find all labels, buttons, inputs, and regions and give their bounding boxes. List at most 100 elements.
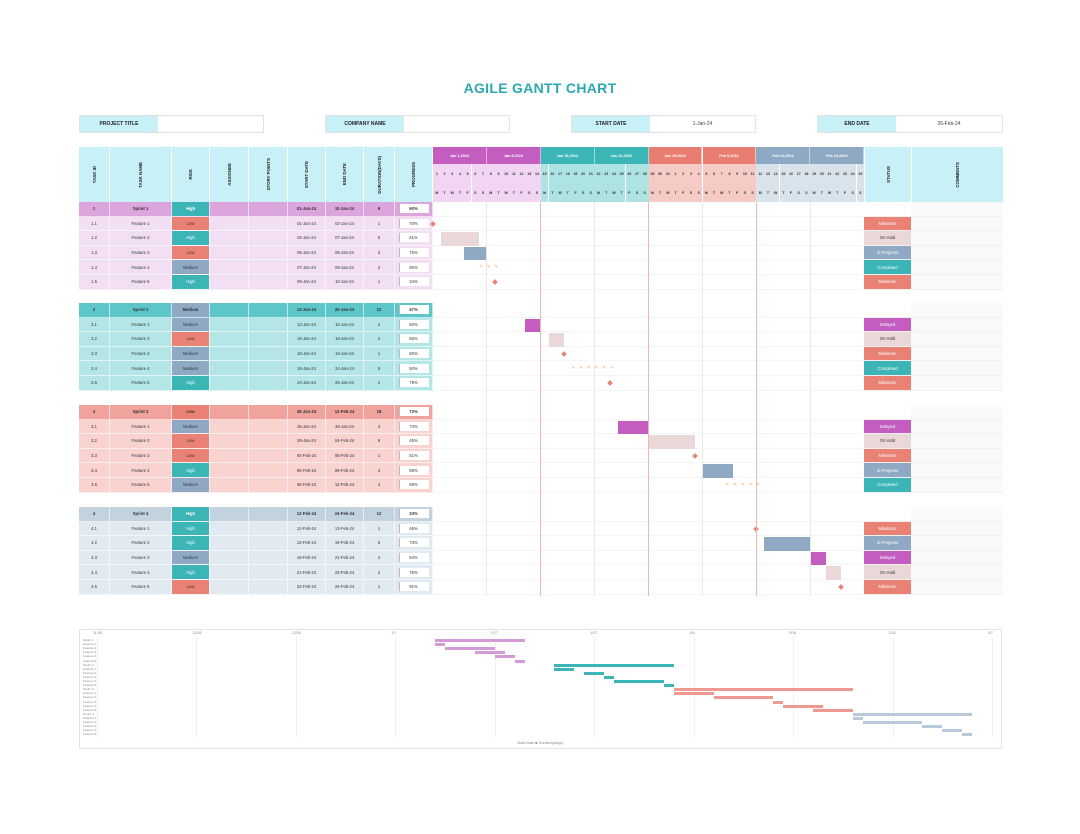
assignee-cell[interactable] xyxy=(210,448,249,464)
task-name-cell[interactable]: Sprint 2 xyxy=(110,303,172,318)
comments-cell[interactable] xyxy=(911,202,1003,217)
assignee-cell[interactable] xyxy=(210,361,249,376)
task-name-cell[interactable]: Feature 3 xyxy=(110,346,172,362)
task-name-cell[interactable]: Feature 1 xyxy=(110,419,172,435)
story-points-cell[interactable] xyxy=(249,361,288,376)
story-points-cell[interactable] xyxy=(249,245,288,261)
task-name-cell[interactable]: Feature 4 xyxy=(110,361,172,376)
assignee-cell[interactable] xyxy=(210,346,249,362)
assignee-cell[interactable] xyxy=(210,434,249,449)
task-bar[interactable] xyxy=(648,435,695,449)
comments-cell[interactable] xyxy=(911,521,1003,537)
end-date-field[interactable]: END DATE 26-Feb-24 xyxy=(817,115,1003,133)
comments-cell[interactable] xyxy=(911,275,1003,290)
comments-cell[interactable] xyxy=(911,580,1003,595)
assignee-cell[interactable] xyxy=(210,550,249,566)
story-points-cell[interactable] xyxy=(249,346,288,362)
assignee-cell[interactable] xyxy=(210,580,249,595)
comments-cell[interactable] xyxy=(911,565,1003,580)
task-name-cell[interactable]: Feature 5 xyxy=(110,580,172,595)
end-date-value[interactable]: 26-Feb-24 xyxy=(896,116,1002,132)
assignee-cell[interactable] xyxy=(210,332,249,347)
story-points-cell[interactable] xyxy=(249,260,288,275)
comments-cell[interactable] xyxy=(911,536,1003,551)
comments-cell[interactable] xyxy=(911,216,1003,232)
story-points-cell[interactable] xyxy=(249,565,288,580)
assignee-cell[interactable] xyxy=(210,376,249,391)
assignee-cell[interactable] xyxy=(210,317,249,333)
story-points-cell[interactable] xyxy=(249,478,288,493)
story-points-cell[interactable] xyxy=(249,434,288,449)
comments-cell[interactable] xyxy=(911,260,1003,275)
task-bar[interactable] xyxy=(440,232,480,246)
story-points-cell[interactable] xyxy=(249,580,288,595)
start-date-value[interactable]: 1-Jan-24 xyxy=(650,116,755,132)
task-name-cell[interactable]: Feature 2 xyxy=(110,434,172,449)
task-name-cell[interactable]: Feature 1 xyxy=(110,216,172,232)
project-title-value[interactable] xyxy=(158,116,263,132)
comments-cell[interactable] xyxy=(911,478,1003,493)
comments-cell[interactable] xyxy=(911,434,1003,449)
comments-cell[interactable] xyxy=(911,419,1003,435)
story-points-cell[interactable] xyxy=(249,521,288,537)
story-points-cell[interactable] xyxy=(249,550,288,566)
task-bar[interactable] xyxy=(810,551,826,566)
task-name-cell[interactable]: Feature 1 xyxy=(110,521,172,537)
task-name-cell[interactable]: Feature 2 xyxy=(110,231,172,246)
comments-cell[interactable] xyxy=(911,332,1003,347)
task-bar[interactable] xyxy=(825,566,842,580)
assignee-cell[interactable] xyxy=(210,507,249,522)
comments-cell[interactable] xyxy=(911,463,1003,478)
story-points-cell[interactable] xyxy=(249,376,288,391)
task-name-cell[interactable]: Sprint 3 xyxy=(110,405,172,420)
task-name-cell[interactable]: Feature 5 xyxy=(110,478,172,493)
assignee-cell[interactable] xyxy=(210,463,249,478)
task-bar[interactable] xyxy=(702,464,734,478)
task-bar[interactable] xyxy=(617,420,649,435)
task-name-cell[interactable]: Feature 2 xyxy=(110,332,172,347)
assignee-cell[interactable] xyxy=(210,231,249,246)
assignee-cell[interactable] xyxy=(210,245,249,261)
comments-cell[interactable] xyxy=(911,245,1003,261)
task-name-cell[interactable]: Feature 2 xyxy=(110,536,172,551)
assignee-cell[interactable] xyxy=(210,202,249,217)
task-bar[interactable] xyxy=(548,333,564,347)
story-points-cell[interactable] xyxy=(249,332,288,347)
comments-cell[interactable] xyxy=(911,303,1003,318)
comments-cell[interactable] xyxy=(911,405,1003,420)
task-name-cell[interactable]: Sprint 4 xyxy=(110,507,172,522)
story-points-cell[interactable] xyxy=(249,275,288,290)
task-name-cell[interactable]: Feature 3 xyxy=(110,550,172,566)
comments-cell[interactable] xyxy=(911,361,1003,376)
assignee-cell[interactable] xyxy=(210,565,249,580)
comments-cell[interactable] xyxy=(911,317,1003,333)
story-points-cell[interactable] xyxy=(249,216,288,232)
task-name-cell[interactable]: Sprint 1 xyxy=(110,202,172,217)
task-name-cell[interactable]: Feature 3 xyxy=(110,448,172,464)
task-bar[interactable] xyxy=(764,537,811,551)
assignee-cell[interactable] xyxy=(210,478,249,493)
comments-cell[interactable] xyxy=(911,231,1003,246)
story-points-cell[interactable] xyxy=(249,303,288,318)
assignee-cell[interactable] xyxy=(210,260,249,275)
task-bar[interactable] xyxy=(463,246,487,261)
comments-cell[interactable] xyxy=(911,507,1003,522)
story-points-cell[interactable] xyxy=(249,405,288,420)
assignee-cell[interactable] xyxy=(210,303,249,318)
comments-cell[interactable] xyxy=(911,376,1003,391)
task-name-cell[interactable]: Feature 4 xyxy=(110,260,172,275)
task-name-cell[interactable]: Feature 5 xyxy=(110,376,172,391)
assignee-cell[interactable] xyxy=(210,405,249,420)
assignee-cell[interactable] xyxy=(210,536,249,551)
task-name-cell[interactable]: Feature 3 xyxy=(110,245,172,261)
assignee-cell[interactable] xyxy=(210,216,249,232)
assignee-cell[interactable] xyxy=(210,419,249,435)
company-name-value[interactable] xyxy=(404,116,509,132)
story-points-cell[interactable] xyxy=(249,419,288,435)
story-points-cell[interactable] xyxy=(249,231,288,246)
assignee-cell[interactable] xyxy=(210,275,249,290)
story-points-cell[interactable] xyxy=(249,202,288,217)
project-title-field[interactable]: PROJECT TITLE xyxy=(79,115,264,133)
task-name-cell[interactable]: Feature 4 xyxy=(110,463,172,478)
task-name-cell[interactable]: Feature 5 xyxy=(110,275,172,290)
